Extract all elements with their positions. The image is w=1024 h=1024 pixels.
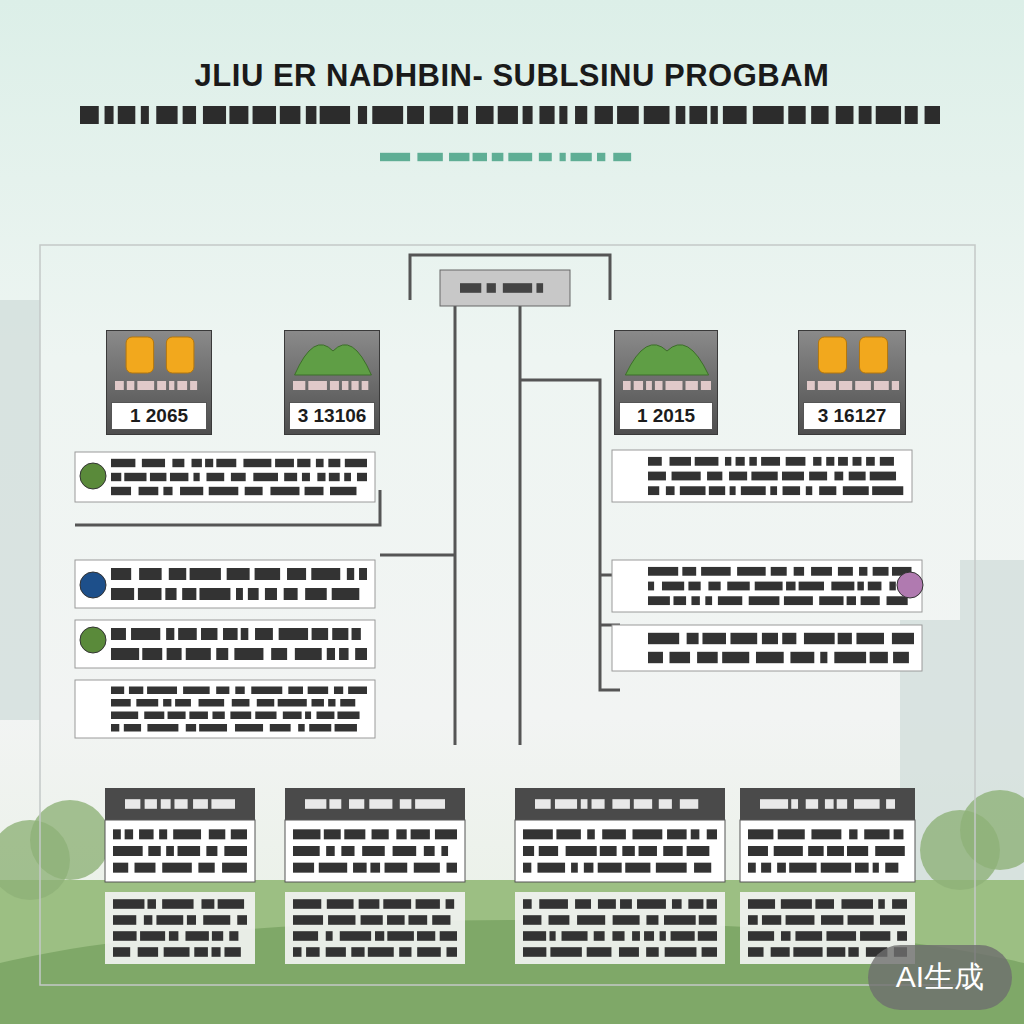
grass bbox=[0, 920, 1024, 1024]
price-card: 3 16127 bbox=[798, 330, 906, 435]
card-number: 1 2065 bbox=[111, 402, 207, 430]
text-panel bbox=[75, 620, 375, 668]
illegible-text bbox=[125, 799, 235, 809]
price-card: 3 13106 bbox=[284, 330, 380, 435]
box-header bbox=[285, 788, 465, 820]
panel-icon bbox=[897, 572, 923, 598]
illegible-text bbox=[648, 633, 914, 663]
panel-icon bbox=[80, 572, 106, 598]
text-box bbox=[285, 892, 465, 964]
building bbox=[0, 300, 40, 720]
tree bbox=[960, 790, 1024, 870]
illegible-text bbox=[111, 568, 367, 600]
text-box bbox=[740, 820, 915, 882]
trunk-line bbox=[519, 300, 522, 745]
trunk-line bbox=[454, 300, 457, 745]
card-number: 3 13106 bbox=[289, 402, 375, 430]
panel-icon bbox=[80, 627, 106, 653]
illegible-text bbox=[760, 799, 895, 809]
text-panel bbox=[75, 452, 375, 502]
text-box bbox=[285, 820, 465, 882]
title: JLIU ER NADHBIN- SUBLSINU PROGBAM bbox=[12, 58, 1012, 94]
text-box bbox=[105, 820, 255, 882]
text-panel bbox=[75, 560, 375, 608]
frame bbox=[40, 245, 975, 985]
trunk-line bbox=[520, 380, 620, 690]
illegible-text bbox=[380, 153, 631, 161]
box-header bbox=[105, 788, 255, 820]
text-box bbox=[515, 820, 725, 882]
text-panel bbox=[612, 560, 922, 612]
illegible-text bbox=[460, 283, 543, 293]
box-header bbox=[515, 788, 725, 820]
card-number: 1 2015 bbox=[619, 402, 713, 430]
hub-box bbox=[440, 270, 570, 306]
illegible-text bbox=[648, 567, 912, 605]
trunk-line bbox=[380, 554, 455, 557]
text-box bbox=[105, 892, 255, 964]
illegible-text bbox=[523, 829, 717, 872]
illegible-text bbox=[113, 829, 247, 872]
card-number: 3 16127 bbox=[803, 402, 901, 430]
price-card: 1 2065 bbox=[106, 330, 212, 435]
illegible-text bbox=[748, 899, 907, 957]
illegible-text bbox=[293, 899, 457, 957]
price-card: 1 2015 bbox=[614, 330, 718, 435]
text-panel bbox=[75, 680, 375, 738]
illegible-text bbox=[305, 799, 445, 809]
box-header bbox=[740, 788, 915, 820]
illegible-text bbox=[648, 457, 903, 495]
text-panel bbox=[612, 450, 912, 502]
illegible-text bbox=[523, 899, 717, 957]
text-box bbox=[515, 892, 725, 964]
illegible-text bbox=[535, 799, 698, 809]
illegible-text bbox=[111, 628, 367, 660]
watermark: AI生成 bbox=[868, 945, 1012, 1010]
panel-icon bbox=[80, 463, 106, 489]
illegible-text bbox=[111, 687, 367, 732]
tree bbox=[30, 800, 110, 880]
text-panel bbox=[612, 625, 922, 671]
illegible-text bbox=[111, 459, 367, 495]
illegible-text bbox=[293, 829, 457, 872]
illegible-text bbox=[748, 829, 905, 872]
illegible-text bbox=[113, 899, 247, 957]
illegible-text bbox=[80, 106, 940, 124]
